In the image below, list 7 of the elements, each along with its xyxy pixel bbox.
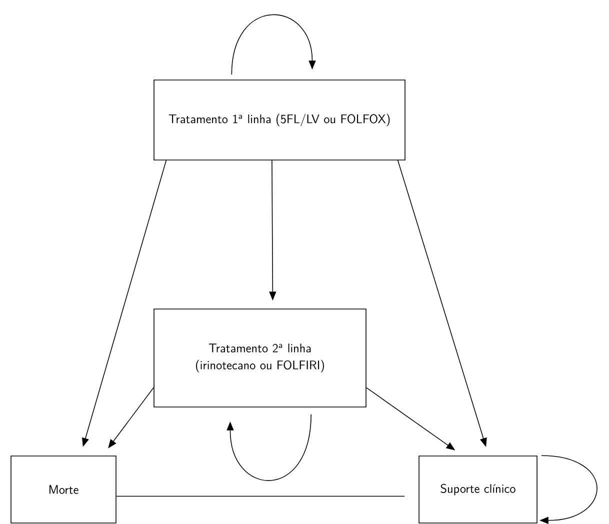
state-box: Suporte clínico: [418, 456, 538, 524]
state-box: Morte: [10, 456, 116, 524]
state-box: Tratamento 2$^{a}$ linha (irinotecano ou FOLFIRI): [154, 308, 366, 408]
state-box: Tratamento 1$^{a}$ linha (5FL/LV ou FOLFOX): [154, 80, 406, 160]
connector-line: [116, 496, 405, 497]
loop-arrow: [226, 414, 312, 481]
loop-arrow: [231, 14, 316, 75]
